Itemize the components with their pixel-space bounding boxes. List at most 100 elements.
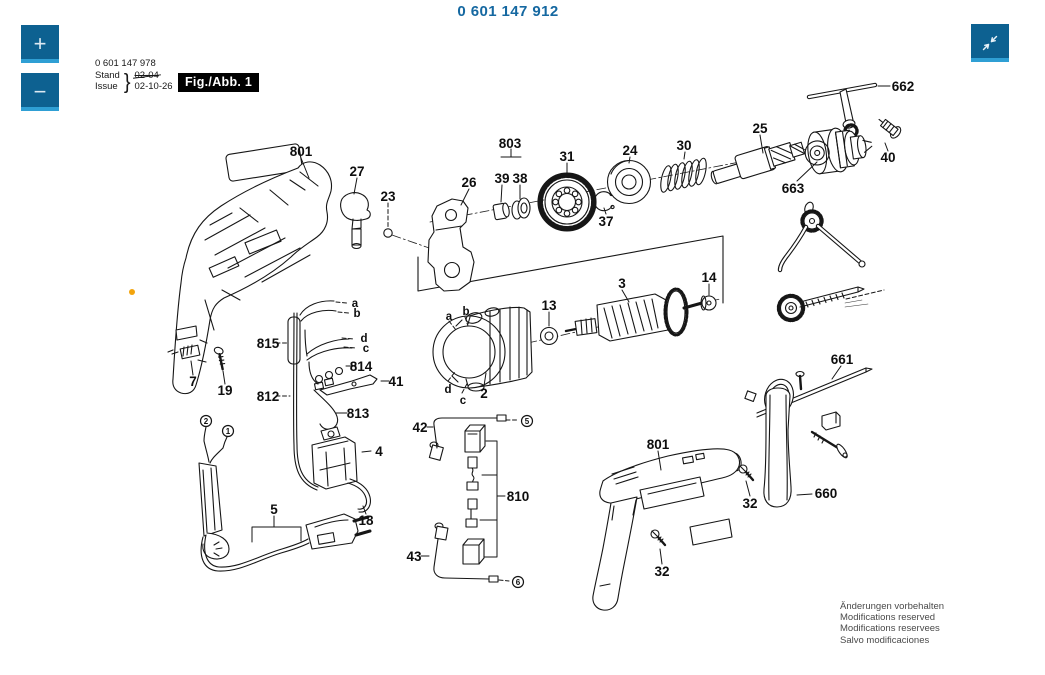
zoom-in-button[interactable]: + (21, 25, 59, 63)
legal-notes: Änderungen vorbehalten Modifications res… (840, 601, 944, 646)
armature (564, 287, 713, 342)
part-number-label: 5 (270, 502, 278, 517)
part-number-label: 810 (507, 489, 530, 504)
drill-housing-left (172, 143, 333, 395)
date-superseded: 02-04 (134, 70, 159, 82)
terminal-letter-label: a (352, 298, 359, 310)
part-number-label: 39 (494, 171, 509, 186)
circled-number-label: 2 (204, 417, 209, 426)
aux-handle-assembly (744, 367, 873, 459)
leader-lines (190, 85, 891, 565)
part-number-label: 32 (742, 496, 757, 511)
date-current: 02-10-26 (134, 81, 173, 93)
armature-group-box (417, 235, 724, 304)
terminal-letter-label: b (353, 308, 360, 320)
bearing-14 (700, 295, 717, 311)
circled-number-label: 1 (226, 427, 231, 436)
document-info: 0 601 147 978 Stand Issue } 02-04 02-10-… (95, 58, 173, 94)
switch-assembly (311, 426, 371, 513)
part-number-label: 13 (541, 298, 557, 313)
terminal-letter-label: c (363, 343, 370, 355)
brush-holder-clip (167, 344, 201, 360)
bearing-bracket (427, 198, 475, 292)
power-cord (198, 426, 372, 572)
chuck-key (806, 82, 878, 159)
part-number-label: 662 (892, 79, 915, 94)
part-number-label: 26 (461, 175, 477, 190)
stand-label: Stand (95, 70, 120, 82)
part-number-label: 23 (380, 189, 396, 204)
assembly-axes (391, 147, 813, 363)
note-en: Modifications reserved (840, 612, 936, 624)
selector-knob (340, 192, 371, 250)
drill-chuck (804, 127, 873, 175)
circled-number-ring (520, 414, 534, 428)
note-es: Salvo modificaciones (840, 634, 930, 646)
part-number-label: 25 (752, 121, 768, 136)
bent-chuck-key (777, 201, 866, 273)
drill-housing-right (592, 448, 742, 611)
bushing-39 (492, 202, 510, 221)
part-number-label: 31 (559, 149, 575, 164)
part-number-label: 815 (257, 336, 280, 351)
ball-bearing-24 (606, 159, 652, 205)
bushing-38 (511, 197, 531, 220)
terminal-letter-label: c (460, 395, 467, 407)
part-number-label: 661 (831, 352, 854, 367)
part-number-label: 803 (499, 136, 522, 151)
zoom-out-button[interactable]: − (21, 73, 59, 111)
stator (432, 306, 533, 392)
part-number-label: 42 (412, 420, 427, 435)
terminal-letter-label: d (360, 333, 367, 345)
part-number-label: 663 (782, 181, 805, 196)
part-number-label: 38 (512, 171, 528, 186)
part-number-label: 27 (349, 164, 364, 179)
part-number-label: 43 (406, 549, 422, 564)
part-number-label: 14 (701, 270, 717, 285)
part-number-label: 814 (350, 359, 373, 374)
catalog-number: 0 601 147 978 (95, 58, 156, 69)
housing-screw-upper (738, 464, 755, 482)
part-number-label: 801 (647, 437, 670, 452)
part-number-label: 37 (598, 214, 613, 229)
circled-number-ring (511, 575, 525, 589)
part-number-label: 4 (375, 444, 383, 459)
handle-grip (763, 387, 792, 508)
ring-gear (537, 172, 597, 232)
part-number-label: 7 (189, 374, 197, 389)
part-number-label: 3 (618, 276, 626, 291)
note-fr: Modifications reservees (840, 623, 940, 635)
part-number-label: 812 (257, 389, 280, 404)
part-number-label: 813 (347, 406, 370, 421)
screw-19 (213, 346, 226, 371)
drill-spindle (710, 141, 806, 185)
circled-number-ring (221, 424, 235, 438)
orange-marker-dot (129, 289, 135, 295)
plus-icon: + (33, 31, 47, 56)
circled-number-ring (199, 414, 213, 428)
circlip (593, 191, 615, 212)
resize-view-button[interactable] (971, 24, 1009, 62)
note-de: Änderungen vorbehalten (840, 601, 945, 612)
dashed-leader-lines (275, 202, 519, 582)
bearing-13 (539, 326, 559, 346)
terminal-letter-label: d (444, 384, 451, 396)
part-number-label: 40 (880, 150, 895, 165)
part-number-label: 801 (290, 144, 313, 159)
figure-badge: Fig./Abb. 1 (178, 73, 260, 92)
wiring-group (287, 300, 378, 491)
part-number-label: 30 (676, 138, 691, 153)
carbon-brush-set (428, 414, 507, 583)
circled-number-label: 6 (516, 578, 521, 587)
diagonal-arrows-icon (982, 35, 998, 51)
part-number-label: 24 (622, 143, 638, 158)
part-number-label: 2 (480, 386, 488, 401)
page-title: 0 601 147 912 (457, 3, 559, 20)
housing-screw-lower (650, 529, 667, 547)
chuck-screw (878, 118, 902, 139)
terminal-letter-label: b (462, 306, 469, 318)
terminal-letter-label: a (446, 311, 453, 323)
brace-glyph: } (123, 70, 131, 94)
